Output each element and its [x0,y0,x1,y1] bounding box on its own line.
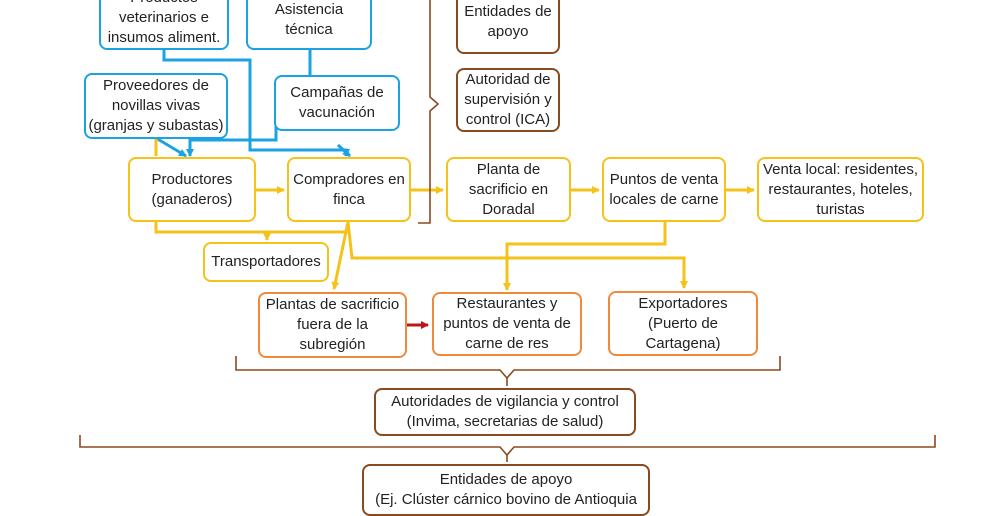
connector-layer [79,0,936,462]
arrow-productores-to-transportadores [154,222,348,234]
bottom-brace [79,435,936,457]
vertical-brace [418,0,440,224]
value-chain-diagram: Productos veterinarios e insumos aliment… [79,0,936,516]
arrow-compradores-to-plantas-fuera [331,221,350,290]
node-puntos-venta-locales: Puntos de venta locales de carne [602,157,726,222]
arrow-campanas-to-compradores [336,143,352,158]
arrow-proveedores-to-productores [155,136,187,158]
node-restaurantes: Restaurantes y puntos de venta de carne … [432,292,582,356]
node-asistencia-tecnica: Asistencia técnica [246,0,372,50]
node-productos-veterinarios: Productos veterinarios e insumos aliment… [99,0,229,50]
arrow-compradores-to-exportadores [346,221,688,289]
node-exportadores: Exportadores (Puerto de Cartagena) [608,291,758,356]
node-autoridades-vigilancia: Autoridades de vigilancia y control (Inv… [374,388,636,436]
node-venta-local: Venta local: residentes, restaurantes, h… [757,157,924,222]
lower-brace [235,356,781,380]
node-transportadores: Transportadores [203,242,329,282]
node-plantas-fuera: Plantas de sacrificio fuera de la subreg… [258,292,407,358]
node-entidades-apoyo-bottom: Entidades de apoyo (Ej. Clúster cárnico … [362,464,650,516]
node-entidades-apoyo-top: Entidades de apoyo [456,0,560,54]
arrow-puntos-venta-to-restaurantes [503,222,667,291]
node-proveedores-novillas: Proveedores de novillas vivas (granjas y… [84,73,228,139]
node-compradores-finca: Compradores en finca [287,157,411,222]
node-productores: Productores (ganaderos) [128,157,256,222]
node-planta-doradal: Planta de sacrificio en Doradal [446,157,571,222]
node-autoridad-ica: Autoridad de supervisión y control (ICA) [456,68,560,132]
node-campanas-vacunacion: Campañas de vacunación [274,75,400,131]
